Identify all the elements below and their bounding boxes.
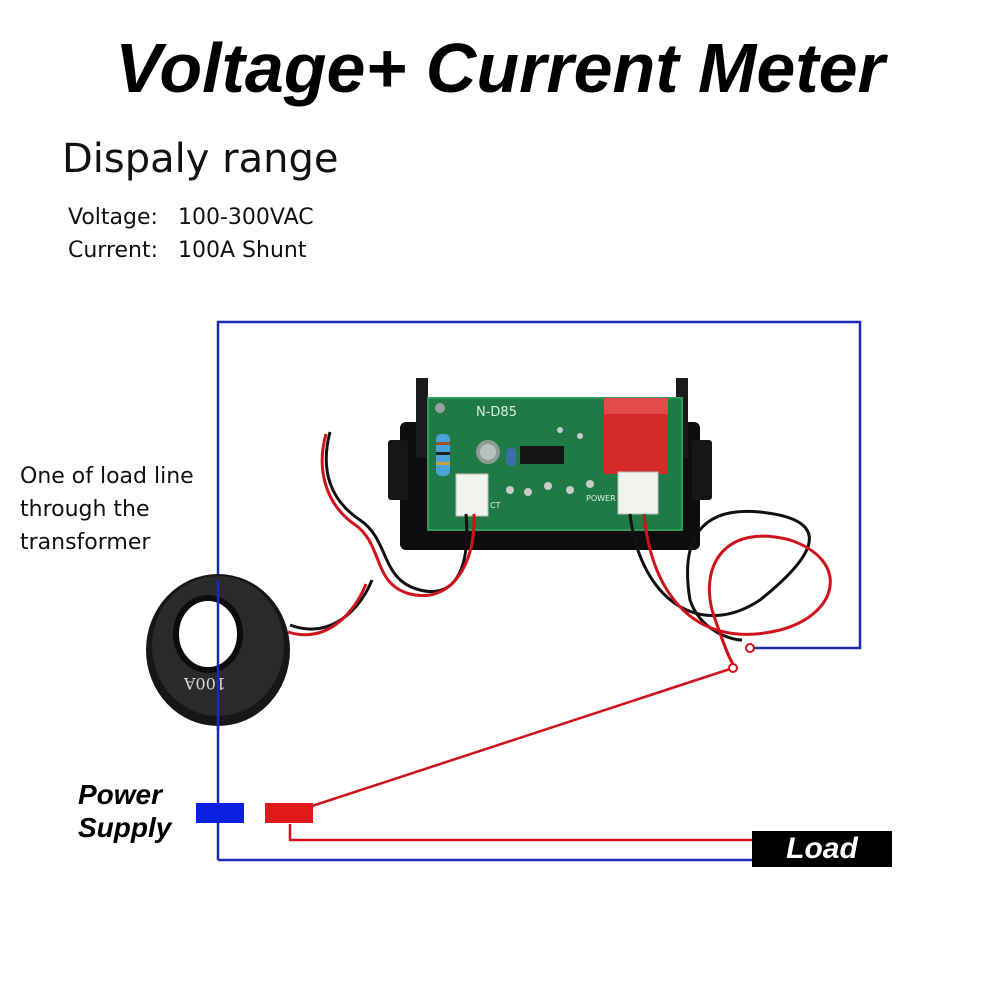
ct-connector-label: CT xyxy=(490,501,501,510)
transformer-marking: 100A xyxy=(183,674,226,693)
board-label: N-D85 xyxy=(476,405,517,420)
live-wire-to-load xyxy=(288,824,752,842)
power-supply-label-line: Supply xyxy=(78,812,172,843)
neutral-wire-loop xyxy=(216,320,862,860)
power-connector xyxy=(617,471,659,515)
section-subtitle: Dispaly range xyxy=(62,136,339,182)
spec-voltage-value: 100-300VAC xyxy=(178,205,314,230)
transformer-note-line: One of load line xyxy=(20,464,194,489)
power-wire-black xyxy=(628,509,811,642)
spec-current: Current: 100A Shunt xyxy=(68,238,306,263)
ic-chip xyxy=(520,446,564,464)
live-wire-to-meter xyxy=(311,666,734,808)
power-wire-red xyxy=(642,513,832,665)
spec-voltage-label: Voltage: xyxy=(68,205,158,230)
power-supply-label-line: Power xyxy=(78,779,163,810)
ct-wire-red xyxy=(287,433,476,637)
power-connector-label: POWER xyxy=(586,494,616,503)
load-label: Load xyxy=(786,832,858,865)
meter-module: N-D85 CT POWE xyxy=(388,378,712,550)
transformer-note-line: transformer xyxy=(20,530,151,555)
power-supply-live-terminal xyxy=(265,803,313,823)
ct-connector xyxy=(455,473,489,517)
transformer-note: One of load line through the transformer xyxy=(20,460,220,559)
spec-current-value: 100A Shunt xyxy=(178,238,307,263)
power-supply-neutral-terminal xyxy=(196,803,244,823)
spec-current-label: Current: xyxy=(68,238,159,263)
spec-voltage: Voltage: 100-300VAC xyxy=(68,205,314,230)
transformer-note-line: through the xyxy=(20,497,150,522)
load-box: Load xyxy=(752,831,892,867)
power-supply-label: Power Supply xyxy=(78,778,171,844)
page-title: Voltage+ Current Meter xyxy=(115,29,885,107)
live-wire-end xyxy=(728,663,738,673)
neutral-wire-end xyxy=(745,643,755,653)
